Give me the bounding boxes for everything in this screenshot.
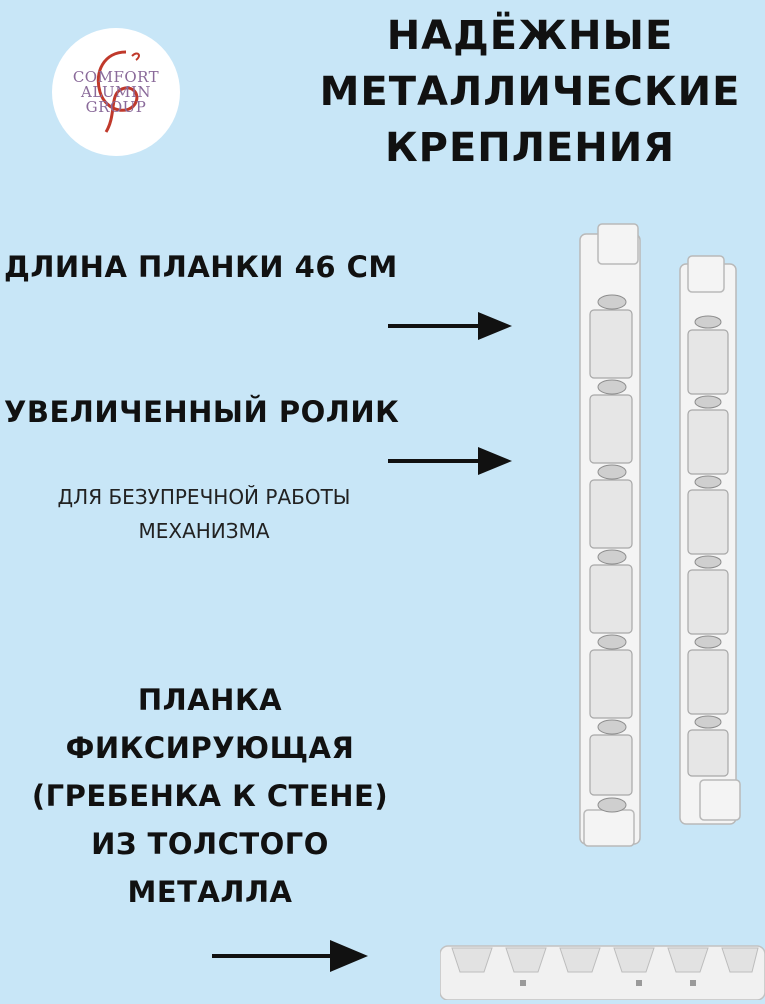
headline: НАДЁЖНЫЕ МЕТАЛЛИЧЕСКИЕ КРЕПЛЕНИЯ bbox=[300, 8, 760, 176]
headline-line-2: МЕТАЛЛИЧЕСКИЕ bbox=[319, 69, 741, 115]
roller-label: УВЕЛИЧЕННЫЙ РОЛИК bbox=[4, 395, 400, 429]
fixing-line-4: ИЗ ТОЛСТОГО bbox=[91, 827, 329, 861]
logo-line-2: ALUMIN bbox=[80, 82, 152, 101]
headline-line-1: НАДЁЖНЫЕ bbox=[386, 13, 674, 59]
fixing-line-5: МЕТАЛЛА bbox=[127, 875, 293, 909]
length-label: ДЛИНА ПЛАНКИ 46 СМ bbox=[4, 250, 398, 284]
arrow-right-icon bbox=[386, 443, 514, 479]
logo-swirl-icon bbox=[96, 50, 140, 133]
fixing-strip-label: ПЛАНКА ФИКСИРУЮЩАЯ (ГРЕБЕНКА К СТЕНЕ) ИЗ… bbox=[20, 676, 400, 916]
logo-line-3: GROUP bbox=[85, 97, 147, 116]
fixing-line-2: ФИКСИРУЮЩАЯ bbox=[65, 731, 355, 765]
brand-logo: COMFORT ALUMIN GROUP bbox=[52, 28, 180, 156]
roller-note-line-2: МЕХАНИЗМА bbox=[138, 519, 270, 543]
roller-note-line-1: ДЛЯ БЕЗУПРЕЧНОЙ РАБОТЫ bbox=[57, 485, 351, 509]
fixing-line-1: ПЛАНКА bbox=[137, 683, 283, 717]
arrow-right-icon bbox=[386, 308, 514, 344]
fixing-line-3: (ГРЕБЕНКА К СТЕНЕ) bbox=[31, 779, 389, 813]
logo-line-1: COMFORT bbox=[72, 67, 160, 86]
arrow-right-icon bbox=[210, 936, 370, 976]
roller-strips-image bbox=[560, 220, 760, 864]
roller-note: ДЛЯ БЕЗУПРЕЧНОЙ РАБОТЫ МЕХАНИЗМА bbox=[4, 480, 404, 548]
headline-line-3: КРЕПЛЕНИЯ bbox=[384, 125, 676, 171]
fixing-comb-image bbox=[439, 938, 765, 1004]
